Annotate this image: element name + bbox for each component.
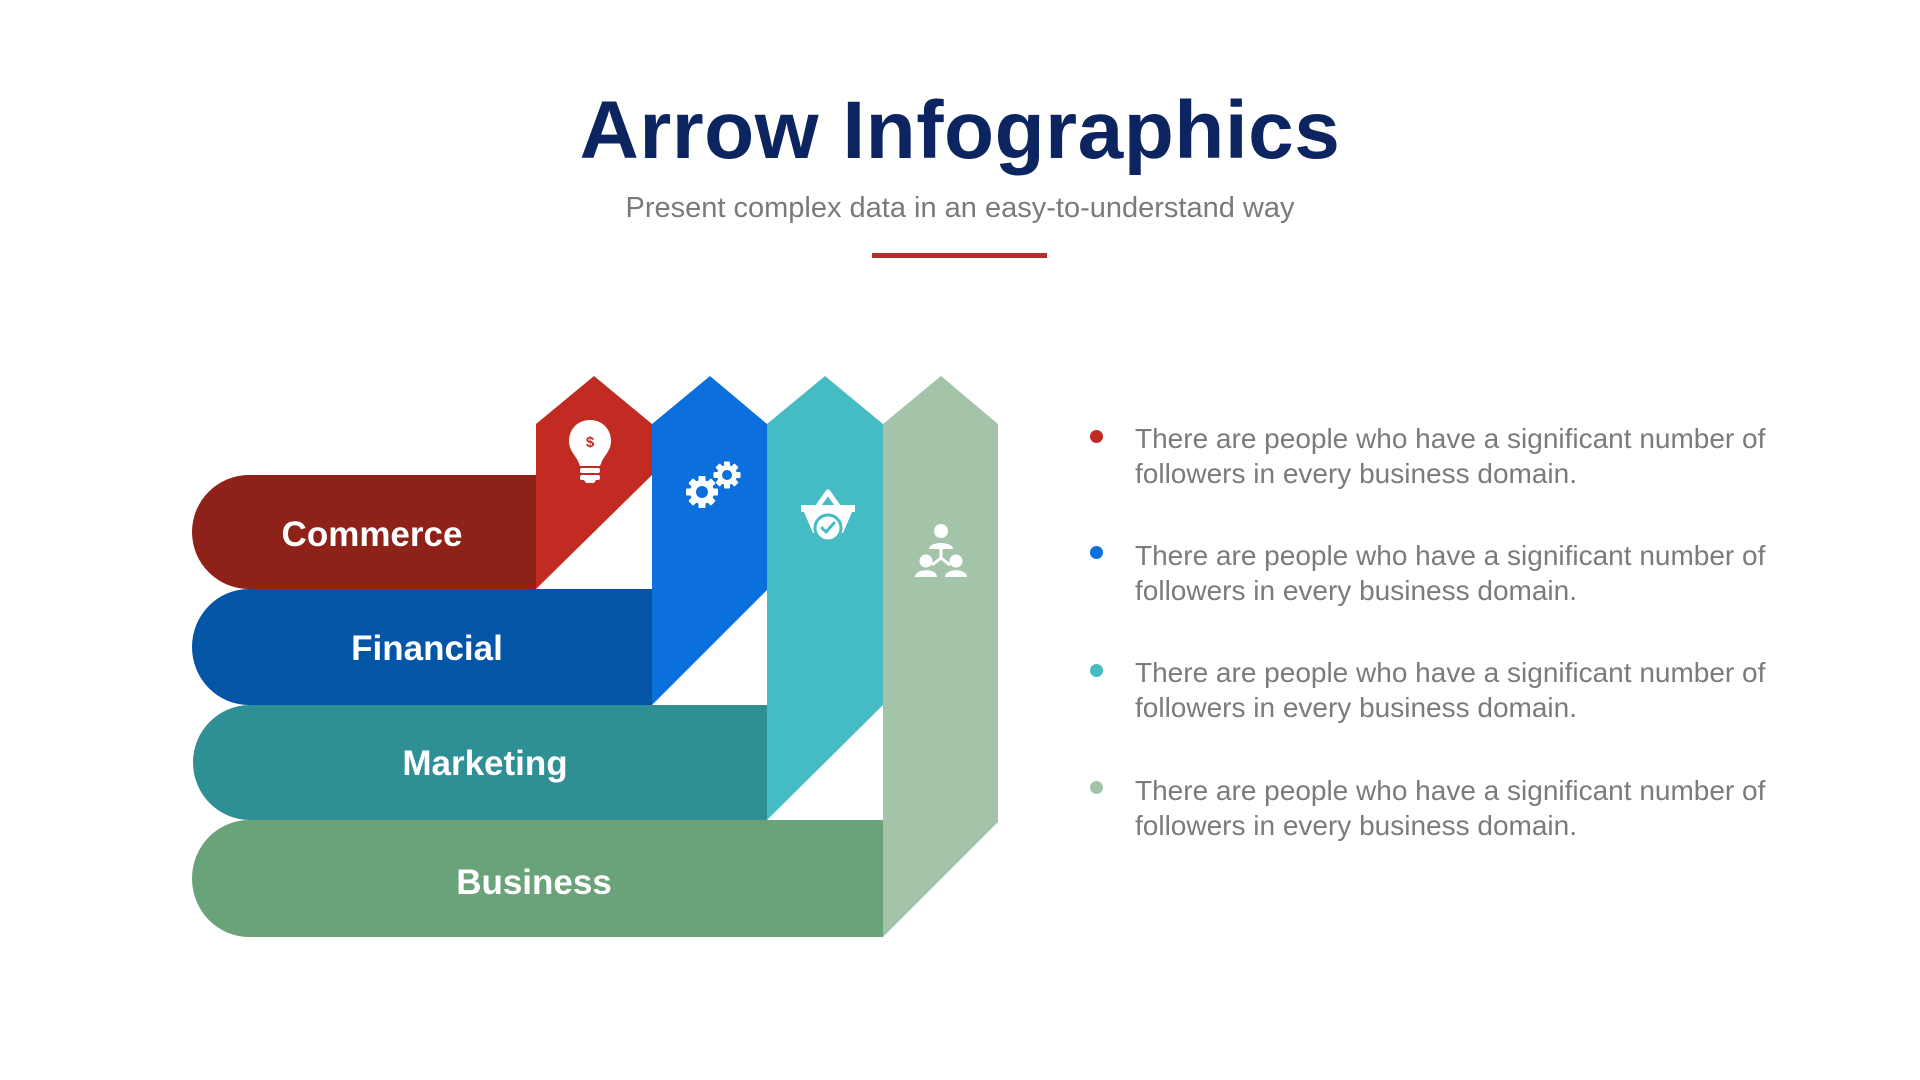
svg-text:$: $ <box>586 434 595 451</box>
bar-label-business: Business <box>456 863 612 902</box>
basket-check-icon <box>801 489 855 543</box>
bar-commerce <box>192 475 536 589</box>
bullet-text: There are people who have a significant … <box>1135 775 1766 841</box>
bar-financial <box>192 589 652 705</box>
page-subtitle: Present complex data in an easy-to-under… <box>625 192 1295 224</box>
bullet-item-business: There are people who have a significant … <box>1090 773 1795 843</box>
bullet-text: There are people who have a significant … <box>1135 540 1766 606</box>
bar-business <box>192 820 883 937</box>
arrow-financial <box>652 376 767 705</box>
gears-icon <box>686 461 741 508</box>
bullet-item-financial: There are people who have a significant … <box>1090 538 1795 608</box>
bar-label-financial: Financial <box>351 629 503 668</box>
bullet-item-commerce: There are people who have a significant … <box>1090 421 1795 491</box>
arrow-business <box>883 376 998 937</box>
title-accent-divider <box>872 253 1047 258</box>
team-hierarchy-icon <box>915 524 967 577</box>
bullet-text: There are people who have a significant … <box>1135 657 1766 723</box>
bullet-dot-icon <box>1090 430 1103 443</box>
lightbulb-dollar-icon: $ <box>569 420 611 483</box>
bar-label-commerce: Commerce <box>281 515 463 554</box>
bullet-dot-icon <box>1090 546 1103 559</box>
page-title: Arrow Infographics <box>579 85 1341 176</box>
bar-label-marketing: Marketing <box>402 744 568 783</box>
bullet-dot-icon <box>1090 664 1103 677</box>
bullet-text: There are people who have a significant … <box>1135 423 1766 489</box>
arrow-marketing <box>767 376 883 820</box>
bullet-item-marketing: There are people who have a significant … <box>1090 655 1795 725</box>
bullet-dot-icon <box>1090 781 1103 794</box>
bar-marketing <box>193 705 767 820</box>
